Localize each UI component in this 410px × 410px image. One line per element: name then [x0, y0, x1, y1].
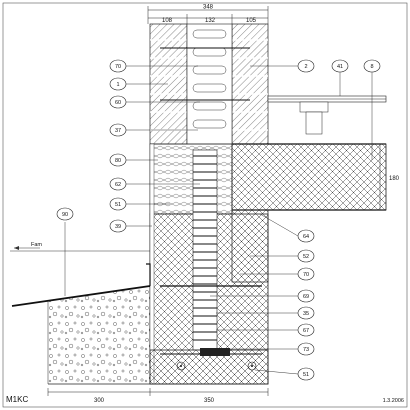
drip-sheet: [11, 285, 151, 307]
floor-slab: [231, 95, 387, 211]
callout-label: 35: [303, 311, 309, 317]
callout-label: 70: [115, 64, 121, 70]
dim-slab-height: 180: [389, 176, 400, 182]
callout-label: 51: [303, 372, 309, 378]
callout-label: 73: [303, 347, 309, 353]
core-column: [192, 149, 218, 351]
concrete-slab: [231, 143, 387, 211]
callout-label: 90: [62, 212, 68, 218]
drawing-code: M1KC: [6, 395, 28, 404]
joist-bearer: [299, 101, 329, 113]
callout-label: 70: [303, 272, 309, 278]
callout-labels-left: 70 1 60 37 80 62 51 39 90: [62, 64, 121, 230]
callout-label: 67: [303, 328, 309, 334]
footing-bar: [200, 348, 230, 356]
callout-label: 8: [370, 64, 373, 70]
callout-label: 2: [304, 64, 307, 70]
right-dimension: [376, 143, 386, 211]
callout-label: 41: [337, 64, 343, 70]
foundation-wall: [149, 143, 269, 385]
joist-post: [305, 111, 323, 135]
dim-right: 105: [246, 18, 257, 24]
dim-bottom-right: 350: [204, 398, 215, 404]
dim-left: 108: [162, 18, 173, 24]
callout-label: 52: [303, 254, 309, 260]
inner-brick-leaf: [231, 23, 269, 145]
callout-label: 51: [115, 202, 121, 208]
insulation-block: [149, 143, 233, 215]
inner-foundation: [231, 209, 269, 283]
bottom-dimensions: [47, 388, 269, 396]
leader-lines: [64, 65, 373, 375]
callout-label: 62: [115, 182, 121, 188]
ground: [10, 246, 151, 385]
callout-label: 80: [115, 158, 121, 164]
drain-pipe-left: [176, 361, 186, 371]
dim-mid: 132: [205, 18, 216, 24]
dim-total: 348: [203, 5, 214, 11]
upper-wall: [149, 23, 269, 145]
callout-label: 60: [115, 100, 121, 106]
ground-label: Fam: [31, 242, 42, 248]
drain-pipe-right: [247, 361, 257, 371]
top-dimensions: [147, 6, 269, 24]
callout-label: 1: [116, 82, 119, 88]
callout-label: 37: [115, 128, 121, 134]
callout-label: 64: [303, 234, 309, 240]
callout-circles: [56, 59, 381, 381]
callout-label: 39: [115, 224, 121, 230]
callout-labels-right: 2 41 8 64 52 70 69 35 67 73 51: [303, 64, 374, 378]
drawing-date: 1.3.2006: [383, 398, 404, 404]
dim-bottom-left: 300: [94, 398, 105, 404]
callout-label: 69: [303, 294, 309, 300]
gravel-fill: [48, 286, 150, 384]
